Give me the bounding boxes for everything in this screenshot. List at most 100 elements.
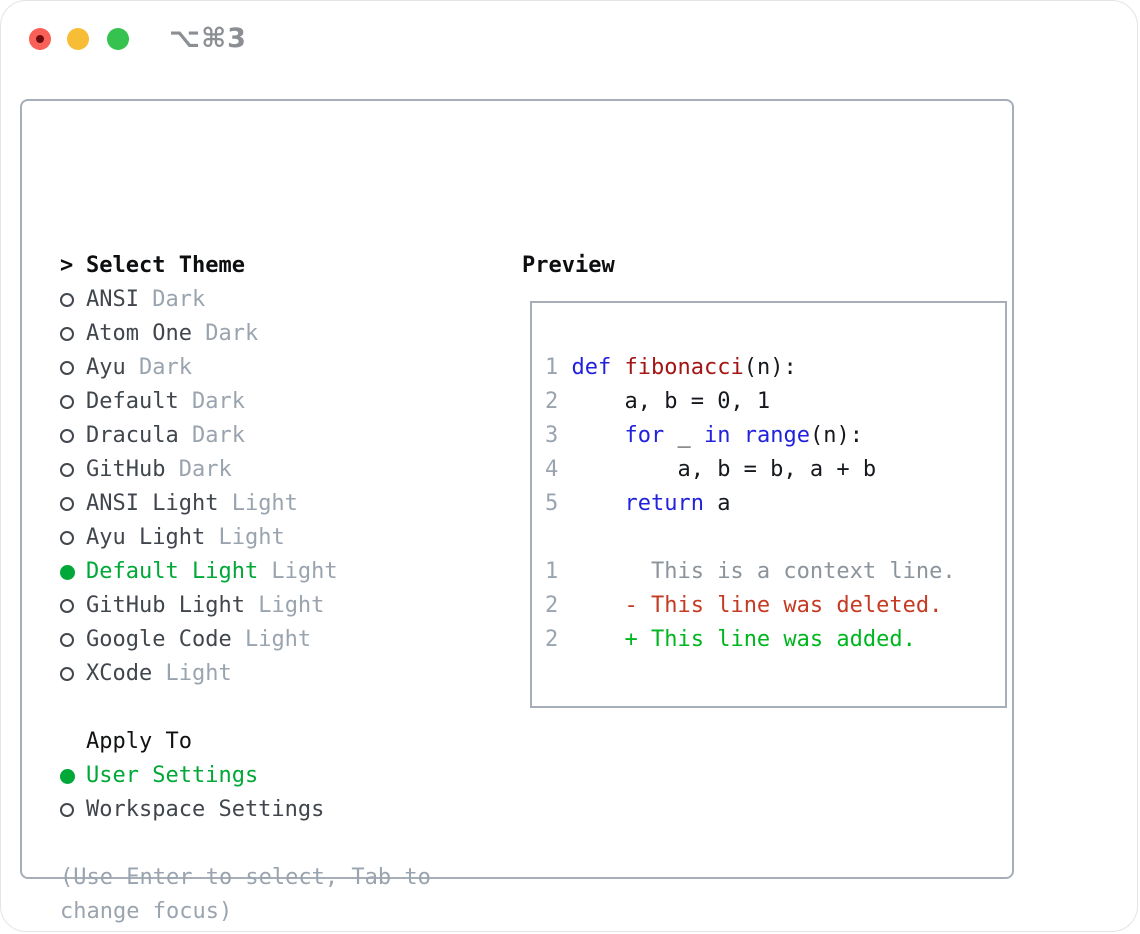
apply-option-user-settings[interactable]: User Settings [60,759,324,793]
zoom-button[interactable] [107,28,129,50]
radio-unselected-icon [60,487,86,521]
radio-unselected-icon [60,623,86,657]
code-token [611,355,624,380]
radio-circle [60,633,74,647]
item-variant-label: Dark [125,355,192,380]
theme-item-ansi[interactable]: ANSI Dark [60,283,338,317]
item-variant-label: Light [152,661,232,686]
preview-line: 4 a, b = b, a + b [545,453,1005,487]
item-label: Default Light [86,559,259,584]
item-variant-label: Light [244,593,325,618]
radio-circle [60,361,74,375]
apply-to-header-row: Apply To [60,725,324,759]
item-label: Atom One [86,321,192,346]
radio-circle [60,429,74,443]
line-number: 5 [545,491,559,516]
preview-line: 1 def fibonacci(n): [545,351,1005,385]
preview-line: 3 for _ in range(n): [545,419,1005,453]
line-number: 3 [545,423,559,448]
preview-line: 2 a, b = 0, 1 [545,385,1005,419]
minimize-button[interactable] [67,28,89,50]
theme-item-dracula[interactable]: Dracula Dark [60,419,338,453]
cursor-cell: > [60,249,86,283]
theme-item-default-light[interactable]: Default Light Light [60,555,338,589]
radio-circle [60,395,74,409]
unsaved-indicator-dot [36,35,44,43]
radio-unselected-icon [60,419,86,453]
theme-item-atom-one[interactable]: Atom One Dark [60,317,338,351]
radio-circle [60,497,74,511]
line-number: 2 [545,593,559,618]
preview-header: Preview [522,253,615,278]
code-token [558,627,624,652]
radio-circle [60,599,74,613]
line-number: 4 [545,457,559,482]
code-token: _ [664,423,704,448]
theme-item-ayu[interactable]: Ayu Dark [60,351,338,385]
item-label: ANSI Light [86,491,219,516]
theme-list-header: Select Theme [86,253,245,278]
item-label: Default [86,389,179,414]
close-button[interactable] [29,28,51,50]
item-label: Ayu Light [86,525,206,550]
item-variant-label: Light [231,627,312,652]
code-token: range [743,423,810,448]
item-variant-label: Dark [138,287,206,312]
code-token: for [624,423,665,448]
item-label: Google Code [86,627,232,652]
line-number: 1 [545,355,559,380]
radio-unselected-icon [60,351,86,385]
radio-selected-icon [60,759,86,793]
radio-circle [60,327,74,341]
code-token: fibonacci [624,355,744,380]
apply-to-header: Apply To [86,729,192,754]
radio-circle [60,667,74,681]
code-token: a, b = 0, 1 [558,389,771,414]
radio-selected-icon [60,555,86,589]
item-variant-label: Light [205,525,285,550]
hint-line: (Use Enter to select, Tab to [60,865,431,890]
apply-to-header-spacer [60,725,86,759]
radio-unselected-icon [60,793,86,827]
radio-unselected-icon [60,317,86,351]
item-label: XCode [86,661,153,686]
preview-line: 2 - This line was deleted. [545,589,1005,623]
item-variant-label: Dark [165,457,232,482]
theme-item-github-light[interactable]: GitHub Light Light [60,589,338,623]
theme-item-ansi-light[interactable]: ANSI Light Light [60,487,338,521]
theme-item-github[interactable]: GitHub Dark [60,453,338,487]
line-number: 2 [545,627,559,652]
radio-circle [60,293,74,307]
radio-unselected-icon [60,385,86,419]
theme-item-ayu-light[interactable]: Ayu Light Light [60,521,338,555]
item-label: GitHub Light [86,593,245,618]
preview-line: 5 return a [545,487,1005,521]
theme-item-default[interactable]: Default Dark [60,385,338,419]
radio-unselected-icon [60,283,86,317]
item-variant-label: Light [258,559,338,584]
radio-circle [60,803,74,817]
item-variant-label: Dark [178,423,245,448]
radio-unselected-icon [60,657,86,691]
line-number: 2 [545,389,559,414]
code-token [558,491,624,516]
code-token: a, b = b, a + b [558,457,877,482]
code-token [558,423,624,448]
theme-item-google-code[interactable]: Google Code Light [60,623,338,657]
radio-circle [60,531,74,545]
radio-circle [60,463,74,477]
code-token: return [624,491,704,516]
code-token: This is a context line. [558,559,956,584]
theme-item-xcode[interactable]: XCode Light [60,657,338,691]
code-token [558,355,571,380]
apply-option-workspace-settings[interactable]: Workspace Settings [60,793,324,827]
line-number: 1 [545,559,559,584]
radio-circle [60,768,75,784]
